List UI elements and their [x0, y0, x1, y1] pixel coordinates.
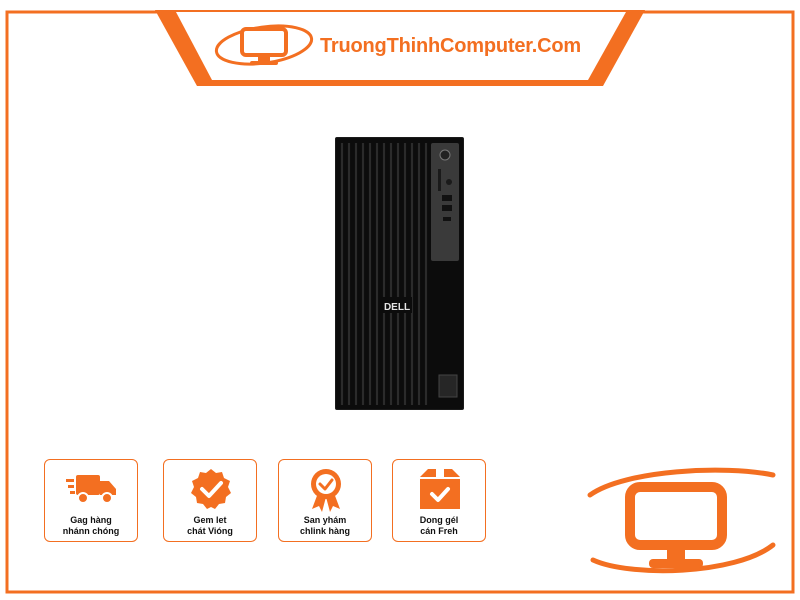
package-box-icon	[420, 469, 460, 509]
delivery-truck-icon	[66, 475, 116, 504]
feature-badge-award: San yhám chlink hàng	[278, 459, 372, 542]
feature-badge-delivery: Gag hàng nhánn chóng	[44, 459, 138, 542]
badge-delivery-label: Gag hàng nhánn chóng	[62, 515, 120, 536]
badge-award-label: San yhám chlink hàng	[299, 515, 350, 536]
quality-check-icon	[191, 469, 231, 509]
award-medal-icon	[311, 469, 341, 512]
badge-quality-label: Gem let chát Vióng	[187, 515, 233, 536]
badge-package-label: Dong gél cán Freh	[419, 515, 459, 536]
dell-tower-pc: DELL	[335, 137, 464, 410]
monitor-logo-large-icon	[587, 467, 776, 574]
dell-logo: DELL	[384, 302, 410, 313]
brand-name[interactable]: TruongThinhComputer.Com	[320, 35, 581, 57]
feature-badge-package: Dong gél cán Freh	[392, 459, 486, 542]
feature-badge-quality: Gem let chát Vióng	[163, 459, 257, 542]
monitor-logo-icon	[214, 24, 314, 66]
